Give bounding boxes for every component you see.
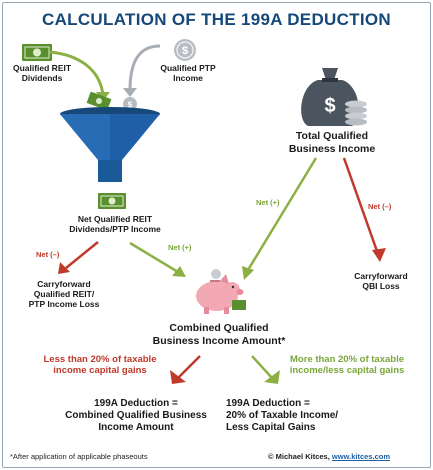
svg-text:$: $ xyxy=(182,45,188,57)
arrow-label-net-neg-left: Net (–) xyxy=(36,250,60,259)
footer-note: *After application of applicable phaseou… xyxy=(10,452,148,461)
label-carryforward-qbi: Carryforward QBI Loss xyxy=(354,271,408,291)
arrow-net-to-carryforward xyxy=(65,241,99,269)
label-total-qbi: Total Qualified Business Income xyxy=(288,130,376,155)
arrow-less-than xyxy=(177,355,201,379)
coin-icon-ptp: $ xyxy=(174,39,196,61)
arrow-more-than xyxy=(251,355,273,379)
money-icon-net-reit-ptp xyxy=(98,193,126,209)
label-net-reit-ptp: Net Qualified REIT Dividends/PTP Income xyxy=(69,214,161,234)
arrow-label-net-pos-right: Net (+) xyxy=(256,198,280,207)
label-combined-amount: Combined Qualified Business Income Amoun… xyxy=(152,322,286,347)
svg-text:$: $ xyxy=(128,101,133,110)
money-bag-icon: $ xyxy=(301,68,367,126)
label-less-than: Less than 20% of taxable income capital … xyxy=(43,354,157,377)
arrow-label-net-pos-left: Net (+) xyxy=(168,243,192,252)
funnel-icon xyxy=(60,107,160,182)
footer-site-link[interactable]: www.kitces.com xyxy=(331,452,390,461)
money-icon-falling xyxy=(86,91,112,111)
label-more-than: More than 20% of taxable income/less cap… xyxy=(289,354,405,377)
money-icon-reit xyxy=(22,44,52,61)
label-ptp-income: Qualified PTP Income xyxy=(160,63,216,83)
arrow-ptp-to-funnel xyxy=(128,44,161,91)
arrow-qbi-to-combined xyxy=(246,157,318,271)
footer-credit: © Michael Kitces, www.kitces.com xyxy=(268,452,390,461)
arrow-label-net-neg-right: Net (–) xyxy=(368,202,392,211)
diagram-title: CALCULATION OF THE 199A DEDUCTION xyxy=(42,10,391,29)
label-result-left: 199A Deduction = Combined Qualified Busi… xyxy=(65,398,207,433)
svg-text:$: $ xyxy=(324,95,335,117)
arrow-qbi-to-carryforward xyxy=(342,157,380,255)
footer-credit-text: © Michael Kitces, xyxy=(268,452,330,461)
label-carryforward-reit-ptp: Carryforward Qualified REIT/ PTP Income … xyxy=(28,279,100,309)
arrow-net-to-combined xyxy=(129,241,179,274)
label-reit-dividends: Qualified REIT Dividends xyxy=(12,63,72,83)
piggy-bank-icon xyxy=(196,269,246,314)
arrow-reit-to-funnel xyxy=(49,50,105,96)
label-result-right: 199A Deduction = 20% of Taxable Income/ … xyxy=(226,398,339,433)
